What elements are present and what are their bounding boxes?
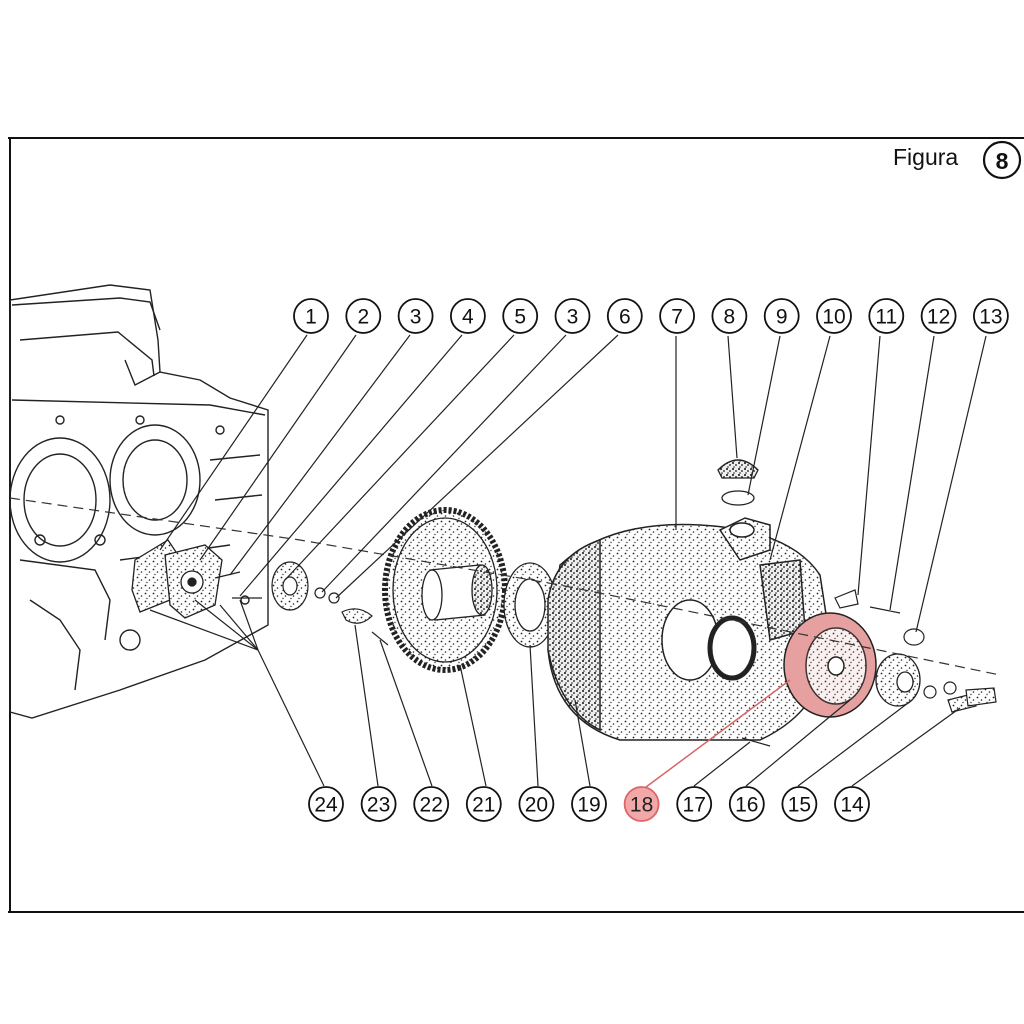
callout-number: 5 — [514, 306, 526, 329]
callout-number: 15 — [788, 794, 811, 817]
callout-circle-4 — [449, 298, 486, 334]
timing-cover — [547, 517, 831, 741]
oil-filler-cap — [717, 459, 759, 506]
small-washers — [314, 587, 340, 604]
woodruff-key-parts — [341, 608, 389, 646]
pulley-hub — [875, 653, 921, 707]
callout-circle-6 — [606, 298, 643, 334]
callout-circle-7 — [659, 298, 695, 334]
callout-number: 3 — [567, 306, 579, 329]
callout-number: 9 — [776, 306, 788, 329]
callout-circle-15 — [781, 786, 818, 822]
callout-number: 16 — [735, 794, 758, 817]
callout-number: 18 — [630, 794, 653, 817]
callout-number: 2 — [357, 306, 369, 329]
callout-number: 20 — [525, 794, 548, 817]
callout-number: 21 — [472, 794, 495, 817]
callout-number: 17 — [683, 794, 706, 817]
callout-circle-18 — [623, 786, 660, 822]
centre-axis-dashed — [9, 497, 1001, 676]
callout-circle-1 — [293, 298, 329, 334]
small-gear — [271, 561, 309, 611]
callout-number: 6 — [619, 306, 631, 329]
callout-circle-12 — [920, 298, 957, 334]
callout-number: 24 — [314, 794, 338, 817]
callout-number: 22 — [420, 794, 443, 817]
callout-circle-24 — [308, 786, 344, 822]
callout-number: 19 — [577, 794, 600, 817]
crankshaft-pulley — [783, 612, 877, 718]
callout-number: 4 — [462, 306, 474, 329]
callout-circle-20 — [518, 786, 555, 822]
callout-number: 1 — [305, 306, 317, 329]
callout-circle-16 — [728, 786, 765, 822]
figure-number: 8 — [996, 148, 1009, 174]
figure-number-circle — [982, 140, 1022, 180]
callout-number: 3 — [410, 306, 422, 329]
callout-circle-3 — [397, 298, 434, 334]
callout-number: 11 — [875, 306, 897, 329]
callout-circle-13 — [973, 298, 1009, 334]
figure-label: Figura — [893, 144, 959, 170]
callout-circle-22 — [413, 786, 450, 822]
callout-circle-11 — [868, 298, 905, 334]
callout-circle-14 — [834, 786, 870, 822]
callout-number: 7 — [671, 306, 683, 329]
engine-block — [9, 284, 269, 719]
callout-circle-23 — [360, 786, 397, 822]
callout-circle-8 — [711, 298, 748, 334]
callout-number: 14 — [840, 794, 864, 817]
callout-number: 13 — [979, 306, 1002, 329]
callout-circle-10 — [816, 298, 852, 334]
leader-lines — [149, 334, 987, 787]
callout-circle-9 — [763, 298, 800, 334]
callout-number: 8 — [724, 306, 736, 329]
callout-number: 23 — [367, 794, 390, 817]
callout-number: 10 — [822, 306, 845, 329]
callout-circle-17 — [676, 786, 713, 822]
oil-pump-assembly — [131, 539, 262, 619]
callout-circle-2 — [345, 298, 382, 334]
ball-bearing — [503, 562, 557, 648]
callout-circle-21 — [465, 786, 502, 822]
large-timing-gear — [382, 507, 508, 673]
small-right-parts — [741, 589, 997, 747]
callout-circle-3 — [554, 298, 591, 334]
callout-number: 12 — [927, 306, 950, 329]
highlight-leader-line — [641, 679, 791, 791]
callout-circle-19 — [571, 786, 607, 822]
callout-circle-5 — [502, 298, 539, 334]
callouts-bottom: 24 23 22 21 20 19 18 17 16 15 14 — [308, 786, 870, 822]
